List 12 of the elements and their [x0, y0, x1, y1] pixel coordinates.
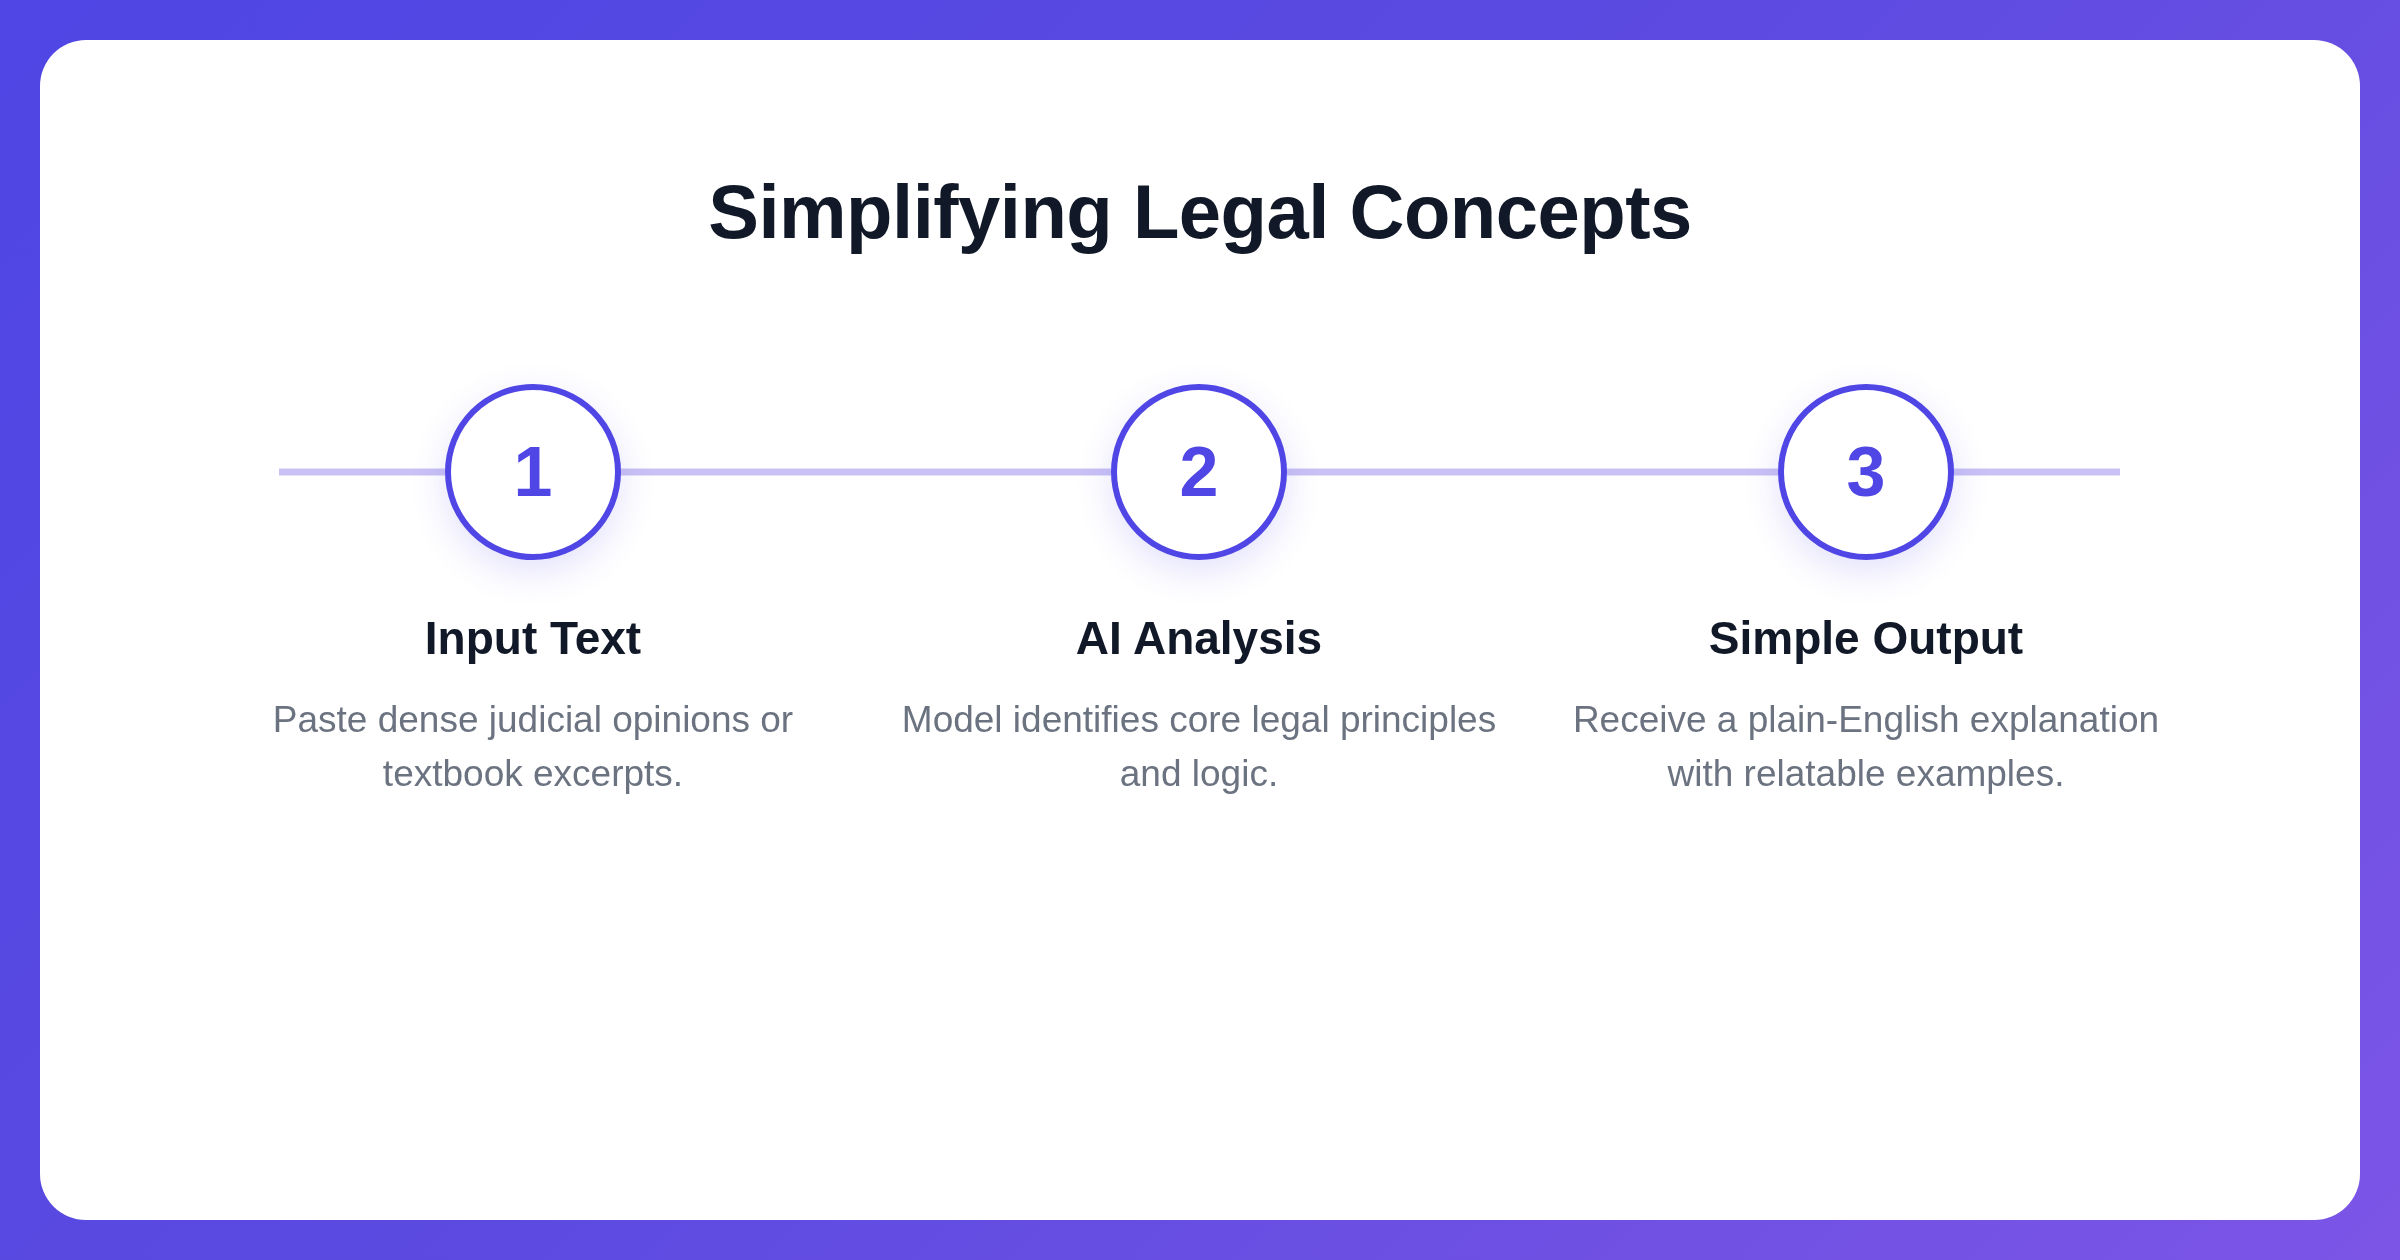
- step-description: Model identifies core legal principles and logic.: [900, 698, 1498, 796]
- step-title: Simple Output: [1707, 611, 2025, 666]
- step-title: Input Text: [423, 611, 643, 666]
- connector-line: [1287, 468, 1778, 476]
- step-description: Paste dense judicial opinions or textbook excerpts.: [271, 698, 795, 796]
- step-number: 1: [513, 437, 553, 507]
- step-description: Receive a plain-English explanation with relatable examples.: [1571, 698, 2161, 796]
- diagram-title: Simplifying Legal Concepts: [708, 169, 1692, 254]
- step-title: AI Analysis: [1074, 611, 1324, 666]
- step-number: 2: [1179, 437, 1219, 507]
- connector-line: [621, 468, 1111, 476]
- step-number: 3: [1846, 437, 1886, 507]
